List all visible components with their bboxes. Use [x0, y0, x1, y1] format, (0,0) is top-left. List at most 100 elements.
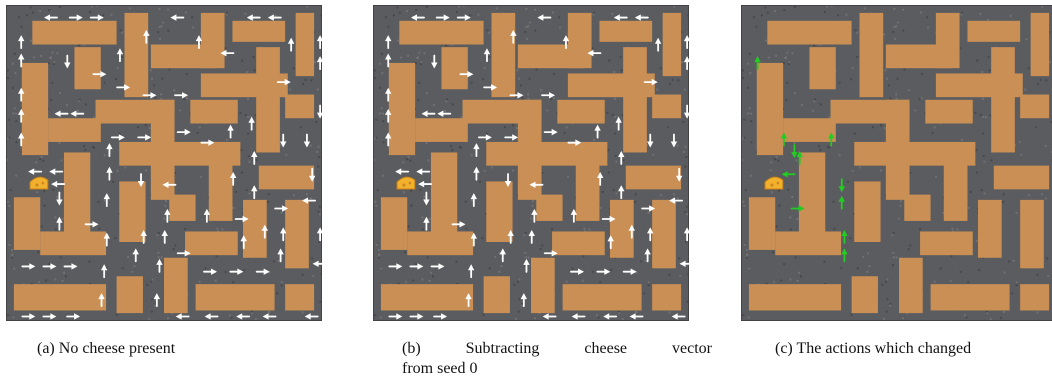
arrow-icon — [21, 263, 36, 270]
sand-block — [13, 284, 107, 311]
sand-block — [767, 20, 852, 45]
sand-block — [517, 44, 584, 69]
arrow-icon — [98, 293, 105, 308]
arrow-icon — [467, 264, 475, 279]
arrow-icon — [671, 313, 686, 320]
sand-block — [930, 284, 1010, 311]
arrow-icon — [388, 263, 403, 270]
arrow-icon — [504, 134, 519, 141]
sand-block — [380, 197, 408, 250]
arrow-icon — [465, 293, 472, 308]
sand-block — [295, 12, 315, 77]
arrow-icon — [483, 84, 498, 91]
arrow-icon — [176, 128, 191, 136]
changed-arrow-icon — [841, 229, 848, 244]
sand-block — [388, 62, 416, 156]
arrow-icon — [255, 268, 270, 275]
arrow-icon — [416, 168, 431, 175]
arrow-icon — [385, 108, 392, 123]
arrow-icon — [116, 84, 131, 91]
sand-block — [1020, 94, 1050, 119]
sand-block — [859, 12, 884, 98]
changed-arrow-icon — [838, 195, 845, 210]
sand-block — [562, 284, 642, 311]
arrow-icon — [137, 173, 145, 188]
arrow-icon — [499, 248, 506, 263]
cheese-icon — [764, 176, 784, 190]
sand-block — [1020, 199, 1044, 269]
sand-block — [32, 20, 117, 45]
arrow-icon — [607, 235, 614, 250]
arrow-icon — [509, 92, 524, 99]
arrow-icon — [153, 293, 161, 308]
arrow-icon — [431, 54, 438, 69]
sand-walls — [380, 12, 682, 314]
arrow-icon — [63, 263, 78, 270]
sand-block — [232, 20, 286, 42]
arrow-icon — [528, 229, 535, 244]
sand-block — [798, 152, 826, 237]
arrow-icon — [385, 87, 392, 102]
arrow-icon — [103, 193, 110, 208]
arrow-icon — [64, 54, 71, 69]
arrow-icon — [203, 208, 211, 223]
arrow-icon — [570, 208, 578, 223]
cheese-icon — [29, 176, 49, 190]
maze-panel-subtract-cheese-vector — [373, 5, 689, 321]
changed-arrow-icon — [791, 144, 798, 159]
arrow-icon — [567, 139, 582, 146]
arrow-icon — [312, 260, 322, 267]
arrow-icon — [385, 53, 392, 68]
arrow-icon — [647, 133, 654, 148]
changed-arrow-icon — [828, 132, 835, 147]
sand-block — [557, 99, 605, 124]
arrow-icon — [49, 168, 64, 175]
sand-block — [441, 47, 468, 90]
sand-block — [483, 276, 510, 314]
arrow-icon — [18, 132, 25, 147]
sand-block — [775, 231, 842, 256]
arrow-icon — [200, 139, 215, 146]
sand-block — [200, 12, 225, 69]
arrow-icon — [388, 313, 403, 320]
arrow-icon — [42, 313, 57, 320]
sand-block — [567, 12, 592, 69]
arrow-icon — [170, 14, 185, 21]
action-arrows — [18, 14, 322, 320]
arrow-icon — [570, 268, 584, 275]
sand-block — [380, 284, 474, 311]
sand-block — [851, 276, 878, 314]
arrow-icon — [175, 313, 190, 320]
arrow-icon — [504, 173, 512, 188]
cheese-icon — [396, 176, 416, 190]
arrow-icon — [385, 35, 392, 49]
arrow-icon — [174, 92, 189, 99]
arrow-icon — [477, 134, 492, 141]
sand-block — [48, 118, 101, 142]
sand-block — [116, 276, 143, 314]
arrow-icon — [409, 313, 424, 320]
changed-arrow-icon — [780, 132, 788, 147]
sand-block — [150, 44, 217, 69]
changed-arrow-icon — [838, 178, 845, 193]
arrow-icon — [418, 180, 433, 188]
arrow-icon — [303, 133, 311, 148]
sand-block — [575, 157, 600, 221]
sand-block — [285, 284, 315, 311]
sand-block — [652, 199, 676, 269]
sand-block — [285, 199, 309, 269]
arrow-icon — [316, 227, 322, 242]
arrow-icon — [683, 35, 689, 49]
arrow-icon — [267, 14, 282, 21]
arrow-icon — [302, 197, 316, 204]
arrow-icon — [66, 313, 81, 320]
action-arrows — [754, 56, 848, 263]
arrow-icon — [42, 263, 57, 270]
sand-block — [531, 257, 555, 314]
changed-arrow-icon — [790, 205, 805, 212]
arrow-icon — [92, 71, 107, 78]
arrow-icon — [622, 268, 637, 275]
arrow-icon — [251, 185, 258, 200]
sand-walls — [13, 12, 315, 314]
arrow-icon — [227, 124, 234, 139]
